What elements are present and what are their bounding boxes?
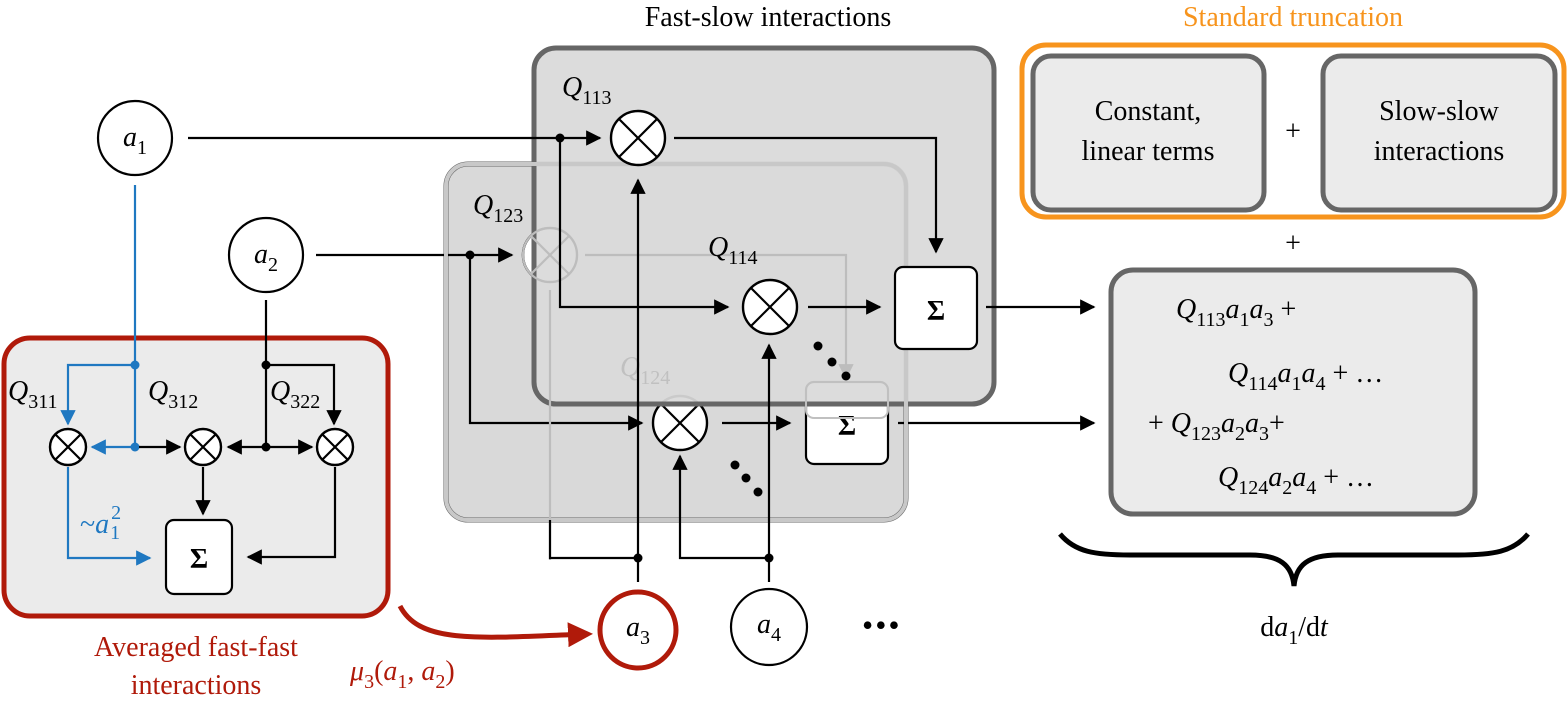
plus-between: + <box>1285 228 1301 259</box>
truncation-plus: + <box>1285 116 1301 147</box>
standard-truncation-title: Standard truncation <box>1183 2 1403 33</box>
sum-symbol-1: Σ <box>927 296 945 327</box>
ellipsis-dot <box>730 460 740 470</box>
fast-slow-terms-box <box>1108 267 1478 517</box>
ellipsis-dot <box>741 473 751 483</box>
junction-dot <box>764 553 774 563</box>
q114-label: Q114 <box>708 232 758 269</box>
wire-a4-to-q124 <box>672 454 769 560</box>
fast-slow-title: Fast-slow interactions <box>645 2 892 33</box>
sum-symbol-averaged: Σ <box>190 544 208 575</box>
constant-line2: linear terms <box>1082 136 1215 167</box>
ellipsis-dot <box>813 341 823 351</box>
q311-label: Q311 <box>8 376 58 413</box>
ellipsis-dot <box>841 371 851 381</box>
more-nodes-ellipsis: ••• <box>862 607 902 643</box>
junction-dot <box>633 553 643 563</box>
averaged-title-line2: interactions <box>131 670 262 701</box>
node-a2-label: a2 <box>254 239 278 276</box>
node-a2 <box>227 216 305 294</box>
multiply-icon <box>750 287 790 327</box>
result-label: da1/dt <box>1260 612 1329 649</box>
ellipsis-dot <box>753 487 763 497</box>
wire-a1-to-q114 <box>558 138 730 315</box>
multiply-icon <box>54 433 82 461</box>
term-q113: Q113a1a3 + <box>1176 294 1296 331</box>
wire-a3-branch <box>548 520 638 560</box>
q123-label: Q123 <box>473 190 523 227</box>
wire-blue-to-q311-top <box>60 363 135 426</box>
node-a1 <box>96 99 174 177</box>
constant-line1: Constant, <box>1095 96 1202 127</box>
q113-label: Q113 <box>562 72 612 109</box>
q312-label: Q312 <box>148 376 198 413</box>
wire-q311-to-sum <box>66 467 152 566</box>
brace-icon <box>1058 532 1530 587</box>
multiply-icon <box>660 403 700 443</box>
sum-block-averaged <box>164 518 234 596</box>
multiply-icon <box>321 433 349 461</box>
term-q123: + Q123a2a3+ <box>1148 408 1285 445</box>
multiply-icon <box>618 118 658 158</box>
q322-label: Q322 <box>270 376 320 413</box>
sum-block-1 <box>893 265 979 351</box>
ellipsis-dot <box>827 357 837 367</box>
node-a4 <box>729 587 809 667</box>
term-q124: Q124a2a4 + … <box>1218 462 1374 499</box>
multiply-icon-ghost <box>530 235 570 275</box>
wire-a2-to-q124 <box>468 255 644 431</box>
wire-q123-ghost <box>585 253 854 380</box>
node-a1-label: a1 <box>123 122 147 159</box>
junction-dot <box>130 442 140 452</box>
junction-dot <box>130 360 140 370</box>
wire-a2-to-q322-top <box>266 363 342 426</box>
constant-linear-terms-box <box>1030 53 1267 213</box>
wire-q322-to-sum <box>246 467 337 565</box>
q123-multiplier-ghost <box>521 226 579 284</box>
sum-block-2-ghost <box>805 381 889 419</box>
slow-slow-interactions-box <box>1320 53 1558 213</box>
sum-symbol-2: Σ <box>838 411 856 442</box>
term-q114: Q114a1a4 + … <box>1228 358 1383 395</box>
slowslow-line1: Slow-slow <box>1379 96 1500 127</box>
node-a4-label: a4 <box>757 609 781 646</box>
junction-dot <box>261 360 271 370</box>
averaged-to-a3-arrow <box>397 604 593 648</box>
multiply-icon <box>189 433 217 461</box>
averaged-fast-fast-panel <box>1 335 391 619</box>
averaged-title-line1: Averaged fast-fast <box>94 632 298 663</box>
wire-q113-to-sum1 <box>674 136 944 254</box>
slowslow-line2: interactions <box>1374 136 1505 167</box>
q124-label: Q124 <box>620 352 670 389</box>
node-a3-label: a3 <box>626 612 650 649</box>
mu3-label: μ3(a1, a2) <box>349 656 455 693</box>
junction-dot <box>261 442 271 452</box>
node-a3 <box>597 589 679 671</box>
